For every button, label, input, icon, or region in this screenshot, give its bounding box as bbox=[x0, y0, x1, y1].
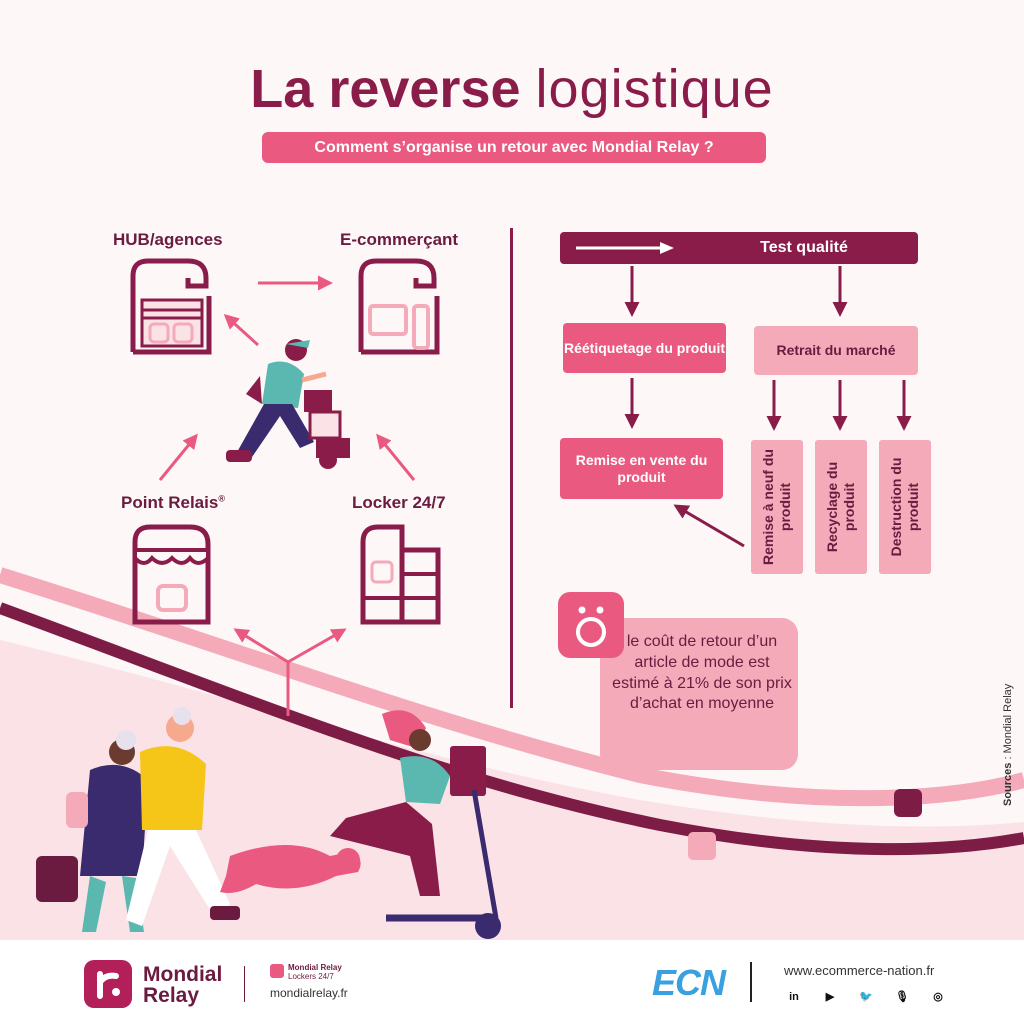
stat-card: le coût de retour d’un article de mode e… bbox=[600, 618, 798, 770]
people-illustration bbox=[36, 707, 501, 939]
mondial-relay-logo-glyph bbox=[97, 971, 120, 999]
divider bbox=[510, 228, 513, 708]
box-recyclage: Recyclage du produit bbox=[815, 440, 867, 574]
linkedin-icon[interactable]: in bbox=[789, 991, 799, 1003]
lockers-logo-icon bbox=[270, 964, 284, 978]
point-relais-icon bbox=[132, 524, 211, 625]
twitter-icon[interactable]: 🐦 bbox=[859, 991, 873, 1003]
title-bold: La reverse bbox=[250, 59, 521, 119]
box-destruction-label: Destruction du produit bbox=[888, 457, 921, 557]
label-ecommercant: E-commerçant bbox=[340, 230, 459, 249]
label-hub: HUB/agences bbox=[113, 230, 223, 249]
mondial-relay-link[interactable]: mondialrelay.fr bbox=[270, 986, 348, 1000]
box-remise-neuf: Remise à neuf du produit bbox=[751, 440, 803, 574]
arrow-right-icon bbox=[576, 242, 674, 254]
youtube-icon[interactable]: ▶ bbox=[825, 991, 835, 1003]
box-remise-vente: Remise en vente du produit bbox=[560, 438, 723, 499]
registered-mark: ® bbox=[218, 493, 225, 504]
instagram-icon[interactable]: ◎ bbox=[933, 991, 943, 1003]
stat-text: le coût de retour d’un article de mode e… bbox=[612, 633, 792, 713]
podcast-icon[interactable]: 🎙 bbox=[895, 991, 909, 1003]
sources-value: : Mondial Relay bbox=[1002, 683, 1014, 763]
title-light: logistique bbox=[535, 59, 774, 119]
box-reetiquetage: Réétiquetage du produit bbox=[563, 323, 726, 373]
footer-divider-left bbox=[244, 966, 245, 1002]
subtitle-banner: Comment s’organise un retour avec Mondia… bbox=[262, 132, 766, 163]
mondial-line2: Relay bbox=[143, 984, 200, 1007]
mondial-relay-wordmark: Mondial Relay bbox=[143, 964, 222, 1006]
cycle-arrows bbox=[158, 275, 416, 716]
warehouse-icon bbox=[130, 258, 212, 355]
ecn-logo: ECN bbox=[652, 962, 726, 1003]
locker-icon bbox=[360, 524, 441, 625]
lockers-brand: Mondial Relay bbox=[288, 963, 342, 972]
lockers-wordmark: Mondial Relay Lockers 24/7 bbox=[288, 963, 342, 982]
mondial-relay-logo-icon bbox=[84, 960, 132, 1008]
label-point-relais: Point Relais® bbox=[121, 493, 225, 513]
sources-label: Sources bbox=[1002, 762, 1014, 806]
footer-divider-right bbox=[750, 962, 752, 1002]
ecn-website-link[interactable]: www.ecommerce-nation.fr bbox=[784, 963, 935, 978]
test-qualite-bar: Test qualité bbox=[560, 232, 918, 264]
ecn-o-glyph bbox=[576, 606, 606, 647]
footer bbox=[0, 940, 1024, 1024]
box-recyclage-label: Recyclage du produit bbox=[824, 461, 857, 553]
flow-arrows bbox=[624, 266, 912, 548]
test-qualite-label: Test qualité bbox=[760, 239, 848, 256]
box-destruction: Destruction du produit bbox=[879, 440, 931, 574]
mondial-line1: Mondial bbox=[143, 963, 223, 986]
ecn-o-icon bbox=[558, 592, 624, 658]
box-remise-neuf-label: Remise à neuf du produit bbox=[760, 449, 793, 565]
lockers-sub: Lockers 24/7 bbox=[288, 971, 334, 981]
social-links: in ▶ 🐦 🎙 ◎ bbox=[784, 987, 964, 1005]
label-point-relais-text: Point Relais bbox=[121, 493, 219, 512]
box-retrait: Retrait du marché bbox=[754, 326, 918, 375]
sources-note: Sources : Mondial Relay bbox=[1002, 626, 1014, 806]
label-locker: Locker 24/7 bbox=[352, 493, 446, 512]
shop-icon bbox=[358, 258, 440, 355]
delivery-person-illustration bbox=[226, 339, 350, 469]
page-title: La reverse logistique bbox=[0, 58, 1024, 120]
